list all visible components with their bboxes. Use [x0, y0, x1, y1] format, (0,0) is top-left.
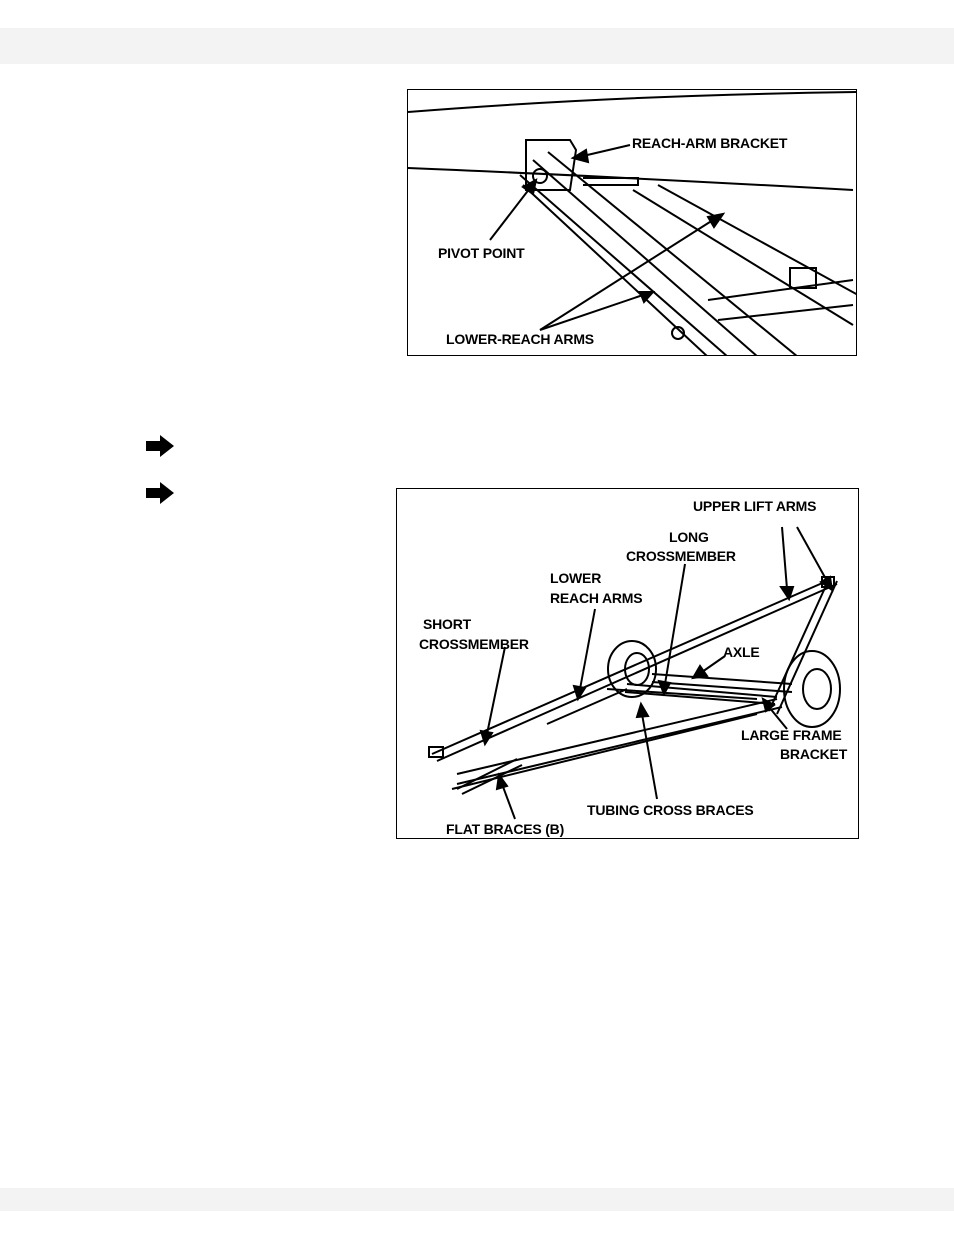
- label-short-crossmember-line1: SHORT: [423, 616, 472, 632]
- label-flat-braces: FLAT BRACES (B): [446, 821, 565, 837]
- label-upper-lift-arms: UPPER LIFT ARMS: [693, 498, 817, 514]
- label-lower-reach-arms: LOWER-REACH ARMS: [446, 331, 594, 347]
- label-large-frame-bracket-line1: LARGE FRAME: [741, 727, 842, 743]
- label-pivot-point: PIVOT POINT: [438, 245, 525, 261]
- label-short-crossmember-line2: CROSSMEMBER: [419, 636, 529, 652]
- label-axle: AXLE: [723, 644, 760, 660]
- cart-assembly-illustration: [428, 526, 841, 820]
- right-arrow-icon: [146, 435, 174, 457]
- label-large-frame-bracket-line2: BRACKET: [780, 746, 848, 762]
- label-reach-arm-bracket: REACH-ARM BRACKET: [632, 135, 788, 151]
- reach-arm-illustration: [408, 91, 856, 355]
- figure-reach-arm-bracket: REACH-ARM BRACKET PIVOT POINT LOWER-REAC…: [407, 89, 857, 356]
- right-arrow-icon: [146, 482, 174, 504]
- label-lower-reach-arms-line1: LOWER: [550, 570, 602, 586]
- label-long-crossmember-line2: CROSSMEMBER: [626, 548, 736, 564]
- header-band: [0, 28, 954, 64]
- label-long-crossmember-line1: LONG: [669, 529, 709, 545]
- figure-cart-assembly: UPPER LIFT ARMS LONG CROSSMEMBER LOWER R…: [396, 488, 859, 839]
- footer-band: [0, 1188, 954, 1211]
- label-tubing-cross-braces: TUBING CROSS BRACES: [587, 802, 754, 818]
- label-lower-reach-arms-line2: REACH ARMS: [550, 590, 643, 606]
